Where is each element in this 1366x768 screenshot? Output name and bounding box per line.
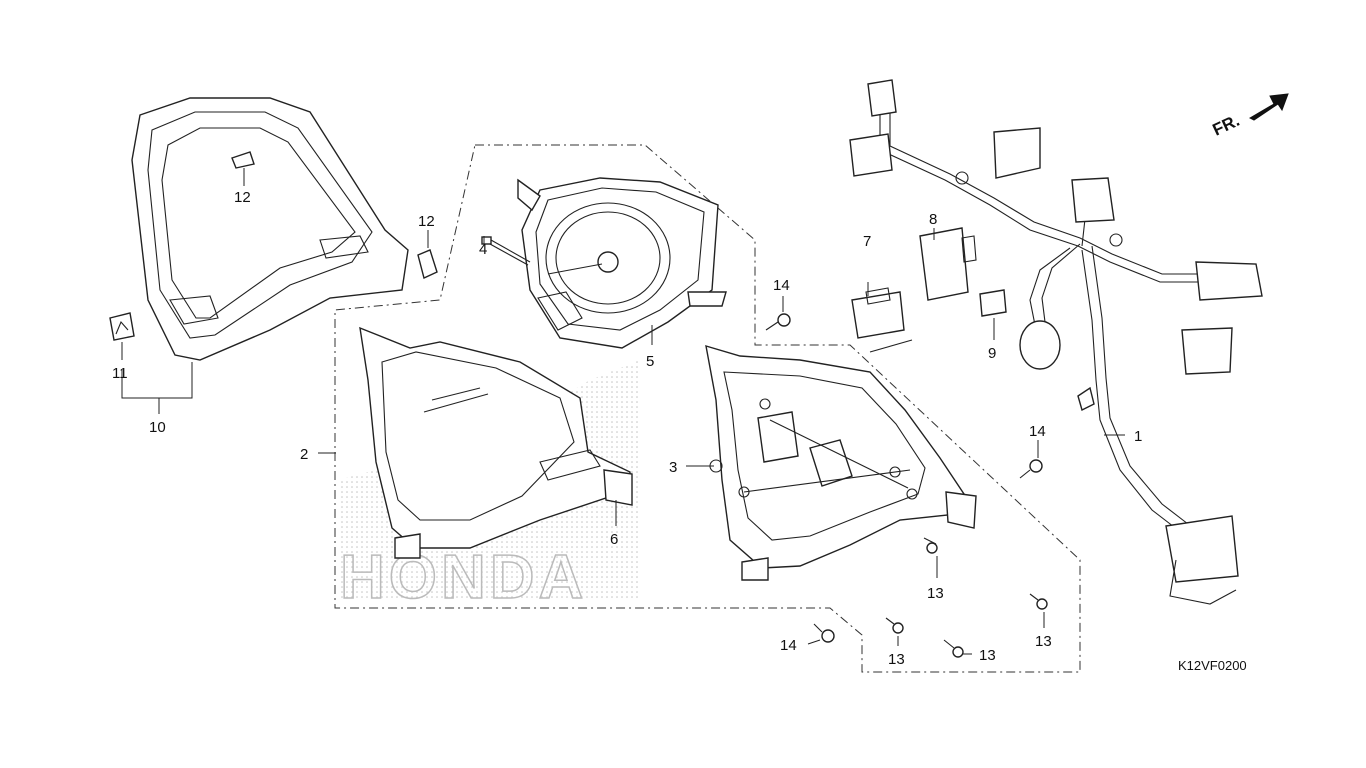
part-front-cover: [131, 97, 409, 361]
callout-14c: 14: [780, 637, 797, 654]
callout-14b: 14: [1029, 423, 1046, 440]
callout-6: 6: [610, 531, 618, 548]
part-screw-13: [885, 537, 1048, 658]
part-meter-base: [705, 345, 977, 581]
part-meter-case: [359, 326, 633, 559]
callout-5: 5: [646, 353, 654, 370]
callout-2: 2: [300, 446, 308, 463]
part-wire-harness: [849, 79, 1263, 605]
part-relay-7: [851, 287, 913, 353]
callout-14a: 14: [773, 277, 790, 294]
callout-1: 1: [1134, 428, 1142, 445]
callout-13b: 13: [888, 651, 905, 668]
callout-3: 3: [669, 459, 677, 476]
callout-11: 11: [112, 365, 128, 382]
direction-label: FR.: [1210, 111, 1243, 140]
callout-12a: 12: [234, 189, 251, 206]
callout-13d: 13: [1035, 633, 1052, 650]
callout-10: 10: [149, 419, 166, 436]
part-screw-14: [765, 313, 1043, 643]
front-direction-marker: FR.: [1210, 93, 1289, 140]
watermark-text: HONDA: [340, 543, 587, 612]
part-emblem-11: [109, 312, 135, 341]
leader-lines: [121, 168, 1125, 655]
callout-13a: 13: [927, 585, 944, 602]
part-emblem-12b: [417, 249, 438, 279]
part-screw-4: [481, 236, 531, 266]
part-meter-assembly: [517, 177, 727, 349]
part-emblem-12a: [231, 151, 255, 169]
callout-7: 7: [863, 233, 871, 250]
front-arrow-icon: [1248, 93, 1289, 121]
callout-13c: 13: [979, 647, 996, 664]
part-unit-8: [919, 227, 977, 301]
callout-8: 8: [929, 211, 937, 228]
diagram-code: K12VF0200: [1178, 658, 1247, 673]
callout-9: 9: [988, 345, 996, 362]
honda-wing-emblem-icon: [115, 320, 129, 335]
callout-12b: 12: [418, 213, 435, 230]
callout-4: 4: [479, 241, 487, 258]
part-fuse-9: [979, 289, 1007, 317]
assembly-boundary: [334, 144, 1081, 673]
